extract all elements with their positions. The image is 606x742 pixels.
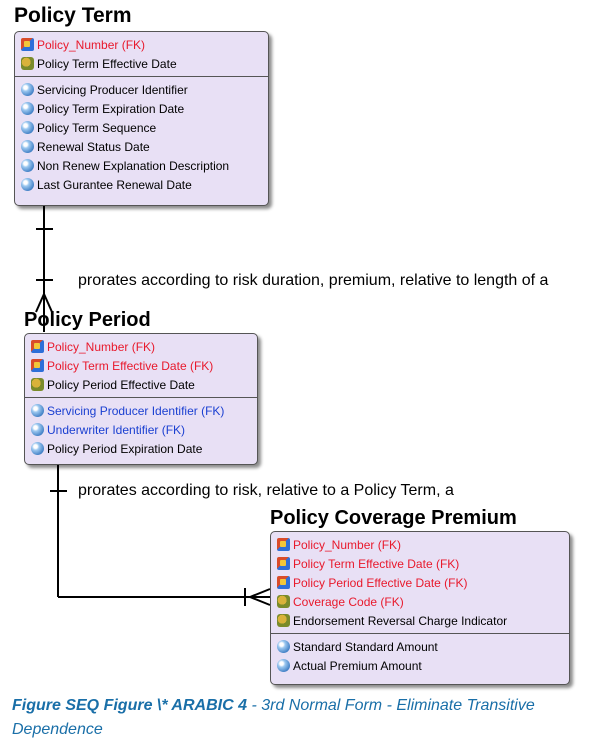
attribute-row: Actual Premium Amount bbox=[277, 656, 563, 675]
figure-caption-label: Figure SEQ Figure \* ARABIC 4 bbox=[12, 697, 247, 714]
attribute-row: Servicing Producer Identifier (FK) bbox=[31, 401, 251, 420]
attribute-row: Standard Standard Amount bbox=[277, 637, 563, 656]
attribute-icon bbox=[31, 404, 44, 417]
policy-period-title: Policy Period bbox=[24, 309, 151, 331]
key-label: Policy_Number (FK) bbox=[47, 339, 156, 354]
attribute-label: Underwriter Identifier (FK) bbox=[47, 422, 186, 437]
attribute-label: Policy Term Expiration Date bbox=[37, 101, 185, 116]
key-label: Policy Period Effective Date bbox=[47, 377, 195, 392]
attribute-row: Last Gurantee Renewal Date bbox=[21, 175, 262, 194]
foreign-key-icon bbox=[277, 538, 290, 551]
attribute-row: Policy Period Expiration Date bbox=[31, 439, 251, 458]
key-label: Policy_Number (FK) bbox=[37, 37, 146, 52]
primary-key-icon bbox=[31, 378, 44, 391]
coverage-crowfoot-bottom bbox=[249, 596, 271, 606]
attribute-label: Policy Period Expiration Date bbox=[47, 441, 203, 456]
key-row: Endorsement Reversal Charge Indicator bbox=[277, 611, 563, 630]
foreign-key-icon bbox=[31, 359, 44, 372]
attribute-label: Actual Premium Amount bbox=[293, 658, 422, 673]
attribute-icon bbox=[21, 83, 34, 96]
policy-period-keys: Policy_Number (FK) Policy Term Effective… bbox=[25, 334, 257, 398]
period-crowfoot-left bbox=[35, 293, 45, 313]
attribute-icon bbox=[277, 640, 290, 653]
attribute-icon bbox=[31, 442, 44, 455]
attribute-icon bbox=[21, 178, 34, 191]
attribute-row: Policy Term Expiration Date bbox=[21, 99, 262, 118]
attribute-label: Servicing Producer Identifier bbox=[37, 82, 188, 97]
attribute-row: Renewal Status Date bbox=[21, 137, 262, 156]
relationship-label-term-period: prorates according to risk duration, pre… bbox=[78, 272, 549, 289]
key-row: Policy_Number (FK) bbox=[31, 337, 251, 356]
key-label: Policy Term Effective Date (FK) bbox=[47, 358, 214, 373]
figure-caption: Figure SEQ Figure \* ARABIC 4 - 3rd Norm… bbox=[12, 694, 582, 742]
attribute-row: Non Renew Explanation Description bbox=[21, 156, 262, 175]
attribute-icon bbox=[21, 121, 34, 134]
attribute-icon bbox=[31, 423, 44, 436]
relationship-label-period-coverage: prorates according to risk, relative to … bbox=[78, 482, 454, 499]
policy-coverage-premium-attributes: Standard Standard Amount Actual Premium … bbox=[271, 634, 569, 678]
key-row: Coverage Code (FK) bbox=[277, 592, 563, 611]
foreign-key-icon bbox=[21, 38, 34, 51]
policy-coverage-premium-entity[interactable]: Policy_Number (FK) Policy Term Effective… bbox=[270, 531, 570, 685]
attribute-label: Servicing Producer Identifier (FK) bbox=[47, 403, 225, 418]
key-label: Coverage Code (FK) bbox=[293, 594, 404, 609]
key-label: Endorsement Reversal Charge Indicator bbox=[293, 613, 508, 628]
key-label: Policy_Number (FK) bbox=[293, 537, 402, 552]
primary-key-icon bbox=[277, 614, 290, 627]
key-row: Policy Period Effective Date (FK) bbox=[277, 573, 563, 592]
attribute-icon bbox=[21, 140, 34, 153]
foreign-key-icon bbox=[31, 340, 44, 353]
attribute-icon bbox=[277, 659, 290, 672]
figure-caption-text: - 3rd Normal Form - Eliminate Transitive… bbox=[12, 697, 535, 738]
policy-period-attributes: Servicing Producer Identifier (FK) Under… bbox=[25, 398, 257, 461]
policy-period-entity[interactable]: Policy_Number (FK) Policy Term Effective… bbox=[24, 333, 258, 465]
attribute-label: Policy Term Sequence bbox=[37, 120, 157, 135]
attribute-row: Underwriter Identifier (FK) bbox=[31, 420, 251, 439]
key-row: Policy Term Effective Date bbox=[21, 54, 262, 73]
policy-term-entity[interactable]: Policy_Number (FK) Policy Term Effective… bbox=[14, 31, 269, 206]
primary-key-icon bbox=[21, 57, 34, 70]
attribute-row: Servicing Producer Identifier bbox=[21, 80, 262, 99]
attribute-icon bbox=[21, 102, 34, 115]
key-label: Policy Term Effective Date bbox=[37, 56, 177, 71]
attribute-label: Non Renew Explanation Description bbox=[37, 158, 230, 173]
policy-term-attributes: Servicing Producer Identifier Policy Ter… bbox=[15, 77, 268, 197]
policy-term-title: Policy Term bbox=[14, 4, 132, 27]
attribute-icon bbox=[21, 159, 34, 172]
key-row: Policy_Number (FK) bbox=[277, 535, 563, 554]
key-row: Policy Term Effective Date (FK) bbox=[277, 554, 563, 573]
policy-coverage-premium-keys: Policy_Number (FK) Policy Term Effective… bbox=[271, 532, 569, 634]
policy-coverage-premium-title: Policy Coverage Premium bbox=[270, 507, 517, 529]
foreign-key-icon bbox=[277, 557, 290, 570]
key-row: Policy_Number (FK) bbox=[21, 35, 262, 54]
attribute-label: Renewal Status Date bbox=[37, 139, 150, 154]
key-row: Policy Period Effective Date bbox=[31, 375, 251, 394]
period-crowfoot-right bbox=[43, 293, 53, 313]
foreign-key-icon bbox=[277, 576, 290, 589]
key-label: Policy Period Effective Date (FK) bbox=[293, 575, 468, 590]
attribute-label: Standard Standard Amount bbox=[293, 639, 438, 654]
primary-key-icon bbox=[277, 595, 290, 608]
policy-term-keys: Policy_Number (FK) Policy Term Effective… bbox=[15, 32, 268, 77]
key-label: Policy Term Effective Date (FK) bbox=[293, 556, 460, 571]
key-row: Policy Term Effective Date (FK) bbox=[31, 356, 251, 375]
coverage-crowfoot-top bbox=[249, 588, 271, 598]
attribute-row: Policy Term Sequence bbox=[21, 118, 262, 137]
attribute-label: Last Gurantee Renewal Date bbox=[37, 177, 192, 192]
